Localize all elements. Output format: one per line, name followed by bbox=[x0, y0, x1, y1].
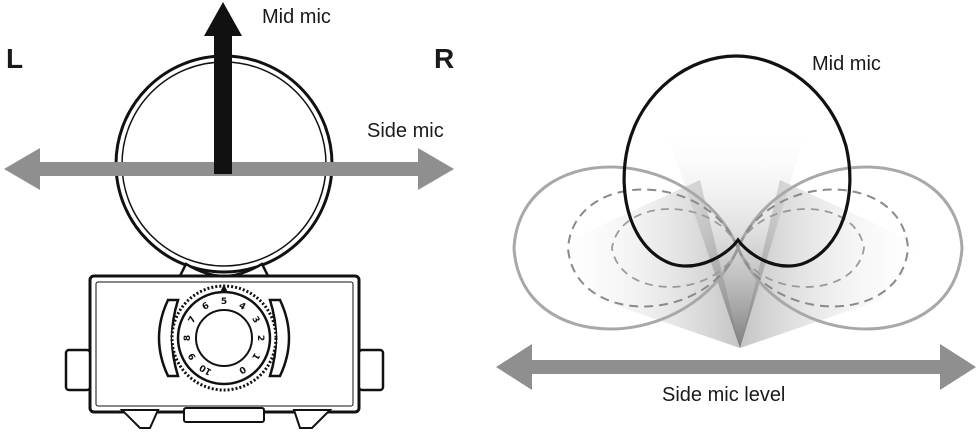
right-channel-label: R bbox=[434, 43, 454, 74]
dial-number-6: 6 bbox=[201, 301, 211, 313]
side-lobe-inner-2 bbox=[611, 208, 865, 288]
dial-number-2: 2 bbox=[255, 335, 265, 341]
left-side-beam bbox=[556, 180, 740, 348]
mid-mic-label: Mid mic bbox=[262, 6, 331, 28]
left-channel-label: L bbox=[6, 43, 23, 74]
mid-mic-cardioid bbox=[622, 54, 852, 268]
left-diagram: L R Mid mic Side mic bbox=[4, 2, 454, 429]
side-mic-level-arrow bbox=[496, 344, 976, 390]
dial-marker: ▲ bbox=[221, 283, 228, 293]
right-mid-mic-label: Mid mic bbox=[812, 53, 881, 75]
dial-number-8: 8 bbox=[183, 335, 193, 341]
side-mic-level-label: Side mic level bbox=[662, 384, 785, 406]
dial-number-5: 5 bbox=[221, 297, 227, 307]
mid-mic-arrow bbox=[204, 2, 242, 174]
dial-number-3: 3 bbox=[249, 315, 261, 325]
side-mic-label: Side mic bbox=[367, 120, 444, 142]
dial-number-7: 7 bbox=[187, 315, 199, 325]
right-diagram: Mid mic Side mic level bbox=[496, 53, 976, 406]
dial-number-1: 1 bbox=[249, 351, 261, 361]
dial-number-0: 0 bbox=[237, 363, 247, 375]
dial-number-9: 9 bbox=[187, 351, 199, 361]
dial-number-4: 4 bbox=[237, 301, 247, 313]
